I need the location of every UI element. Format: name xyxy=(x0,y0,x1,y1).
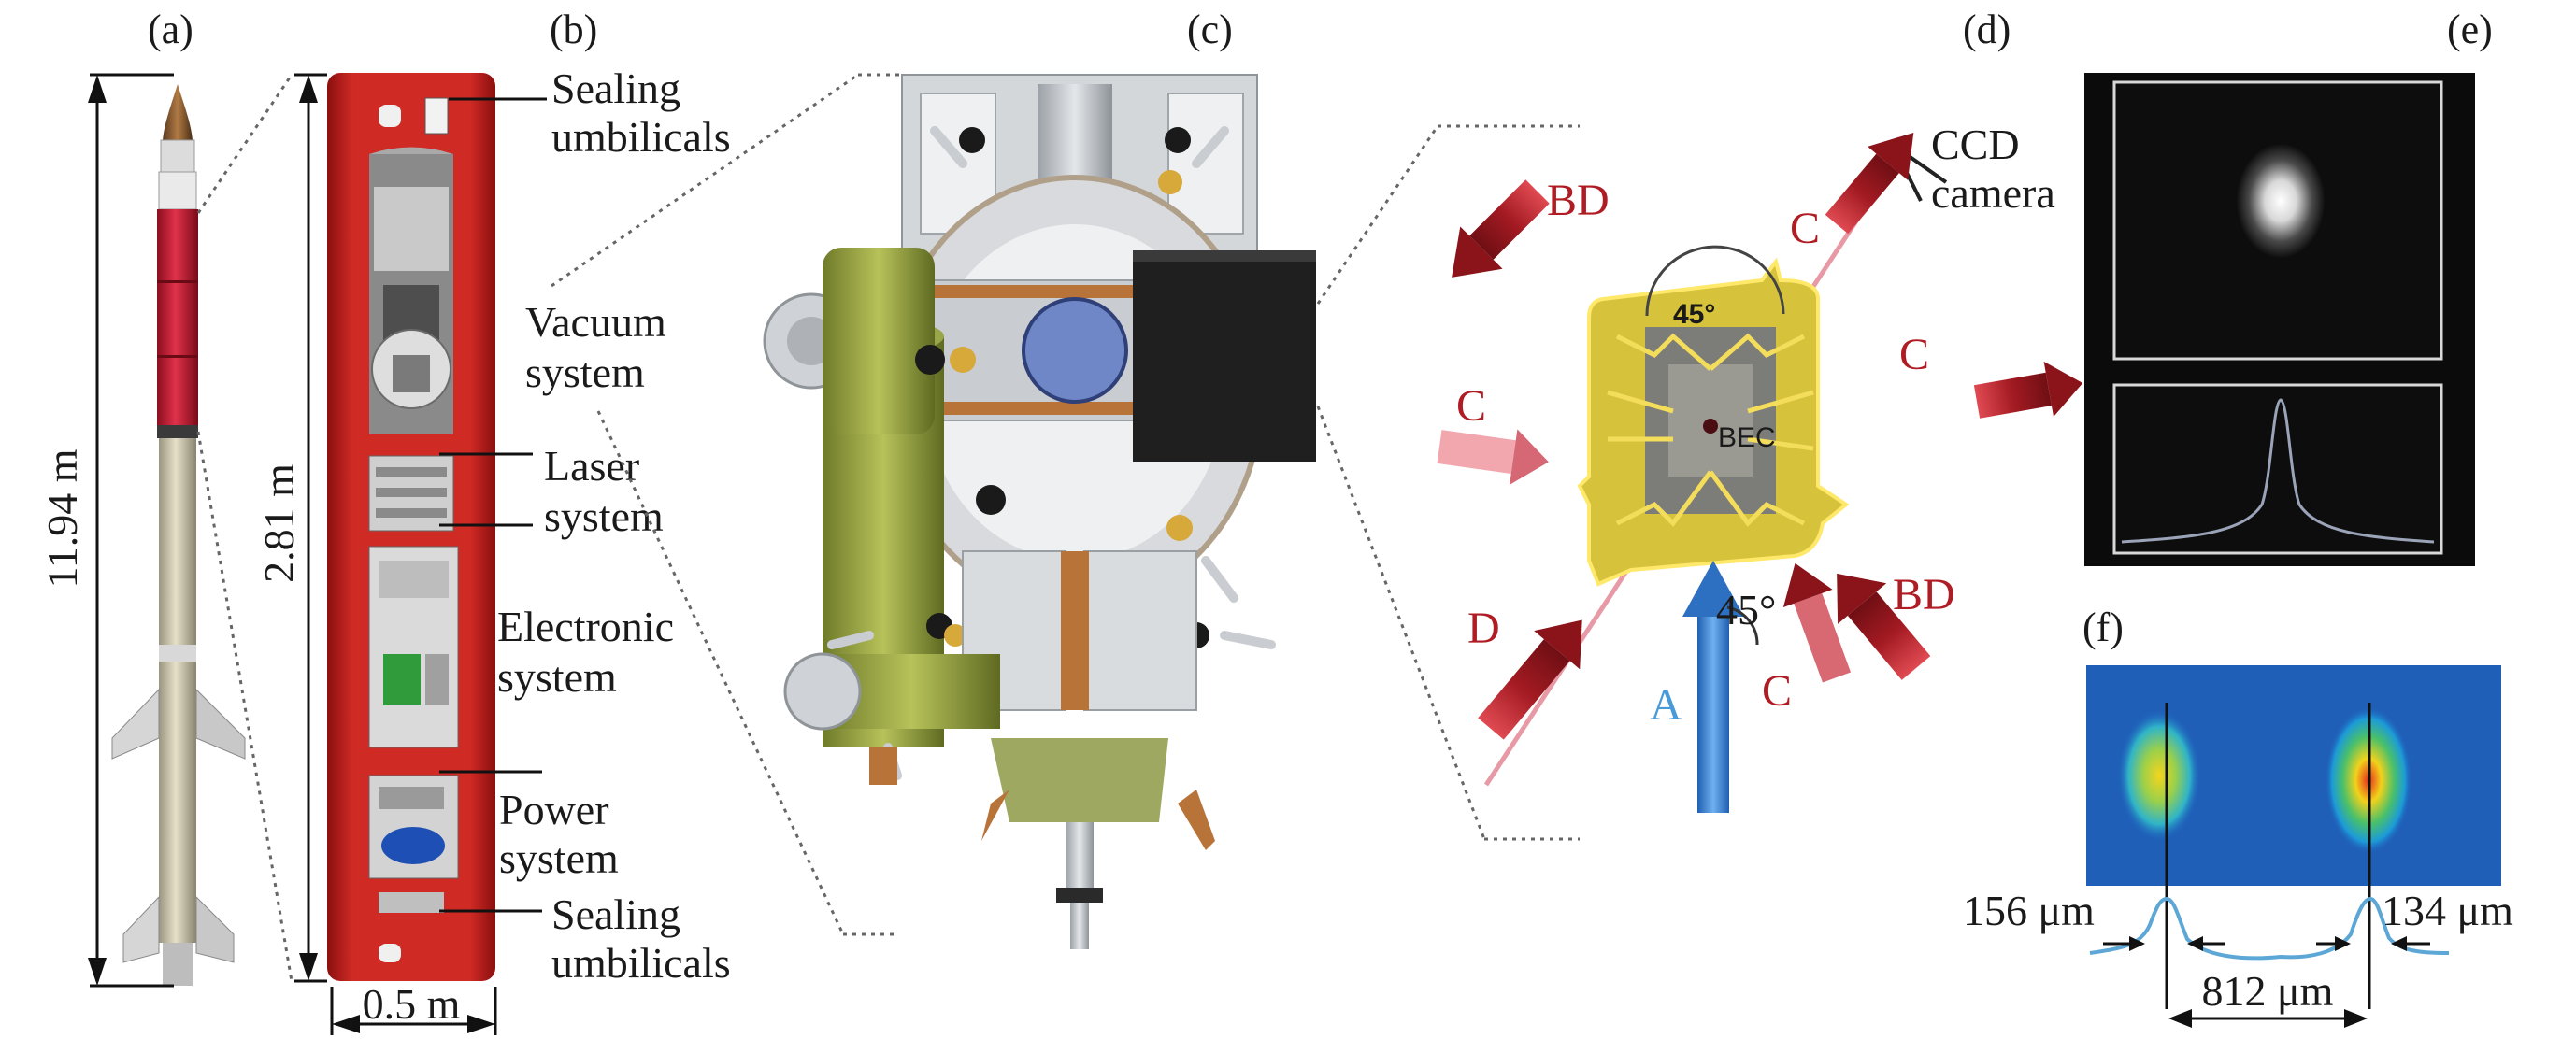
panel-label-f: (f) xyxy=(2082,605,2124,650)
module-dimensions xyxy=(294,73,497,1035)
label-laser-system-2: system xyxy=(544,492,664,540)
label-power-system-1: Power xyxy=(499,786,609,833)
right-width-label: 134 μm xyxy=(2382,887,2513,934)
beam-d xyxy=(1478,619,1582,740)
label-vacuum-system-2: system xyxy=(525,349,645,396)
atom-chip xyxy=(1577,245,1850,587)
vacuum-system-illustration xyxy=(763,74,1316,949)
label-vacuum-system-1: Vacuum xyxy=(525,298,666,346)
panel-label-e: (e) xyxy=(2447,7,2493,52)
label-electronic-system-1: Electronic xyxy=(497,603,674,650)
beam-c-top xyxy=(1825,132,1914,235)
label-a: A xyxy=(1650,680,1682,730)
label-laser-system-1: Laser xyxy=(544,442,639,490)
label-d: D xyxy=(1467,604,1500,653)
module-height-label: 2.81 m xyxy=(255,463,303,583)
line-profile xyxy=(2089,896,2450,961)
module-width-label: 0.5 m xyxy=(363,980,461,1028)
label-power-system-2: system xyxy=(499,834,619,882)
bec-label: BEC xyxy=(1718,422,1776,453)
label-bd-bottom: BD xyxy=(1893,570,1955,619)
separation-label: 812 μm xyxy=(2202,967,2334,1015)
beam-bd-bottom xyxy=(1837,573,1931,680)
label-bd-top: BD xyxy=(1547,176,1610,225)
rocket-height-label: 11.94 m xyxy=(38,448,86,588)
beam-a xyxy=(1682,561,1744,813)
label-c-top: C xyxy=(1790,204,1820,253)
beam-c-left xyxy=(1437,429,1549,485)
beam-bd-top xyxy=(1452,179,1550,278)
bec-density-profile xyxy=(2121,398,2435,544)
panel-label-a: (a) xyxy=(148,7,193,52)
panel-label-d: (d) xyxy=(1963,7,2011,52)
label-sealing-umbilicals-bottom-1: Sealing xyxy=(551,890,680,938)
label-c-right: C xyxy=(1899,330,1929,379)
beam-c-right xyxy=(1973,361,2083,419)
connector-b-c xyxy=(551,73,902,936)
measurement-arrows xyxy=(2103,936,2430,1028)
payload-module xyxy=(327,73,495,981)
angle-bottom-label: 45° xyxy=(1716,586,1776,633)
label-sealing-umbilicals-top-1: Sealing xyxy=(551,64,680,112)
label-sealing-umbilicals-top-2: umbilicals xyxy=(551,113,731,161)
panel-label-b: (b) xyxy=(550,7,597,52)
connector-c-d xyxy=(1316,124,1580,841)
module-leader-lines xyxy=(439,97,547,913)
rocket-illustration xyxy=(111,84,246,986)
label-sealing-umbilicals-bottom-2: umbilicals xyxy=(551,939,731,987)
ccd-camera-label-1: CCD xyxy=(1931,121,2020,168)
label-electronic-system-2: system xyxy=(497,653,617,701)
bec-absorption-image xyxy=(2084,73,2475,566)
split-cloud-image xyxy=(2086,665,2501,1009)
panel-label-c: (c) xyxy=(1187,7,1233,52)
angle-bottom-arc xyxy=(1726,605,1759,646)
beam-c-bottom xyxy=(1782,562,1852,683)
laser-beams xyxy=(1437,132,2083,813)
ccd-camera-label-2: camera xyxy=(1931,169,2055,217)
rocket-height-dimension xyxy=(88,73,174,988)
left-width-label: 156 μm xyxy=(1963,887,2095,934)
angle-top-label: 45° xyxy=(1673,299,1715,330)
label-c-left: C xyxy=(1456,381,1486,431)
label-c-bottom: C xyxy=(1762,666,1792,716)
